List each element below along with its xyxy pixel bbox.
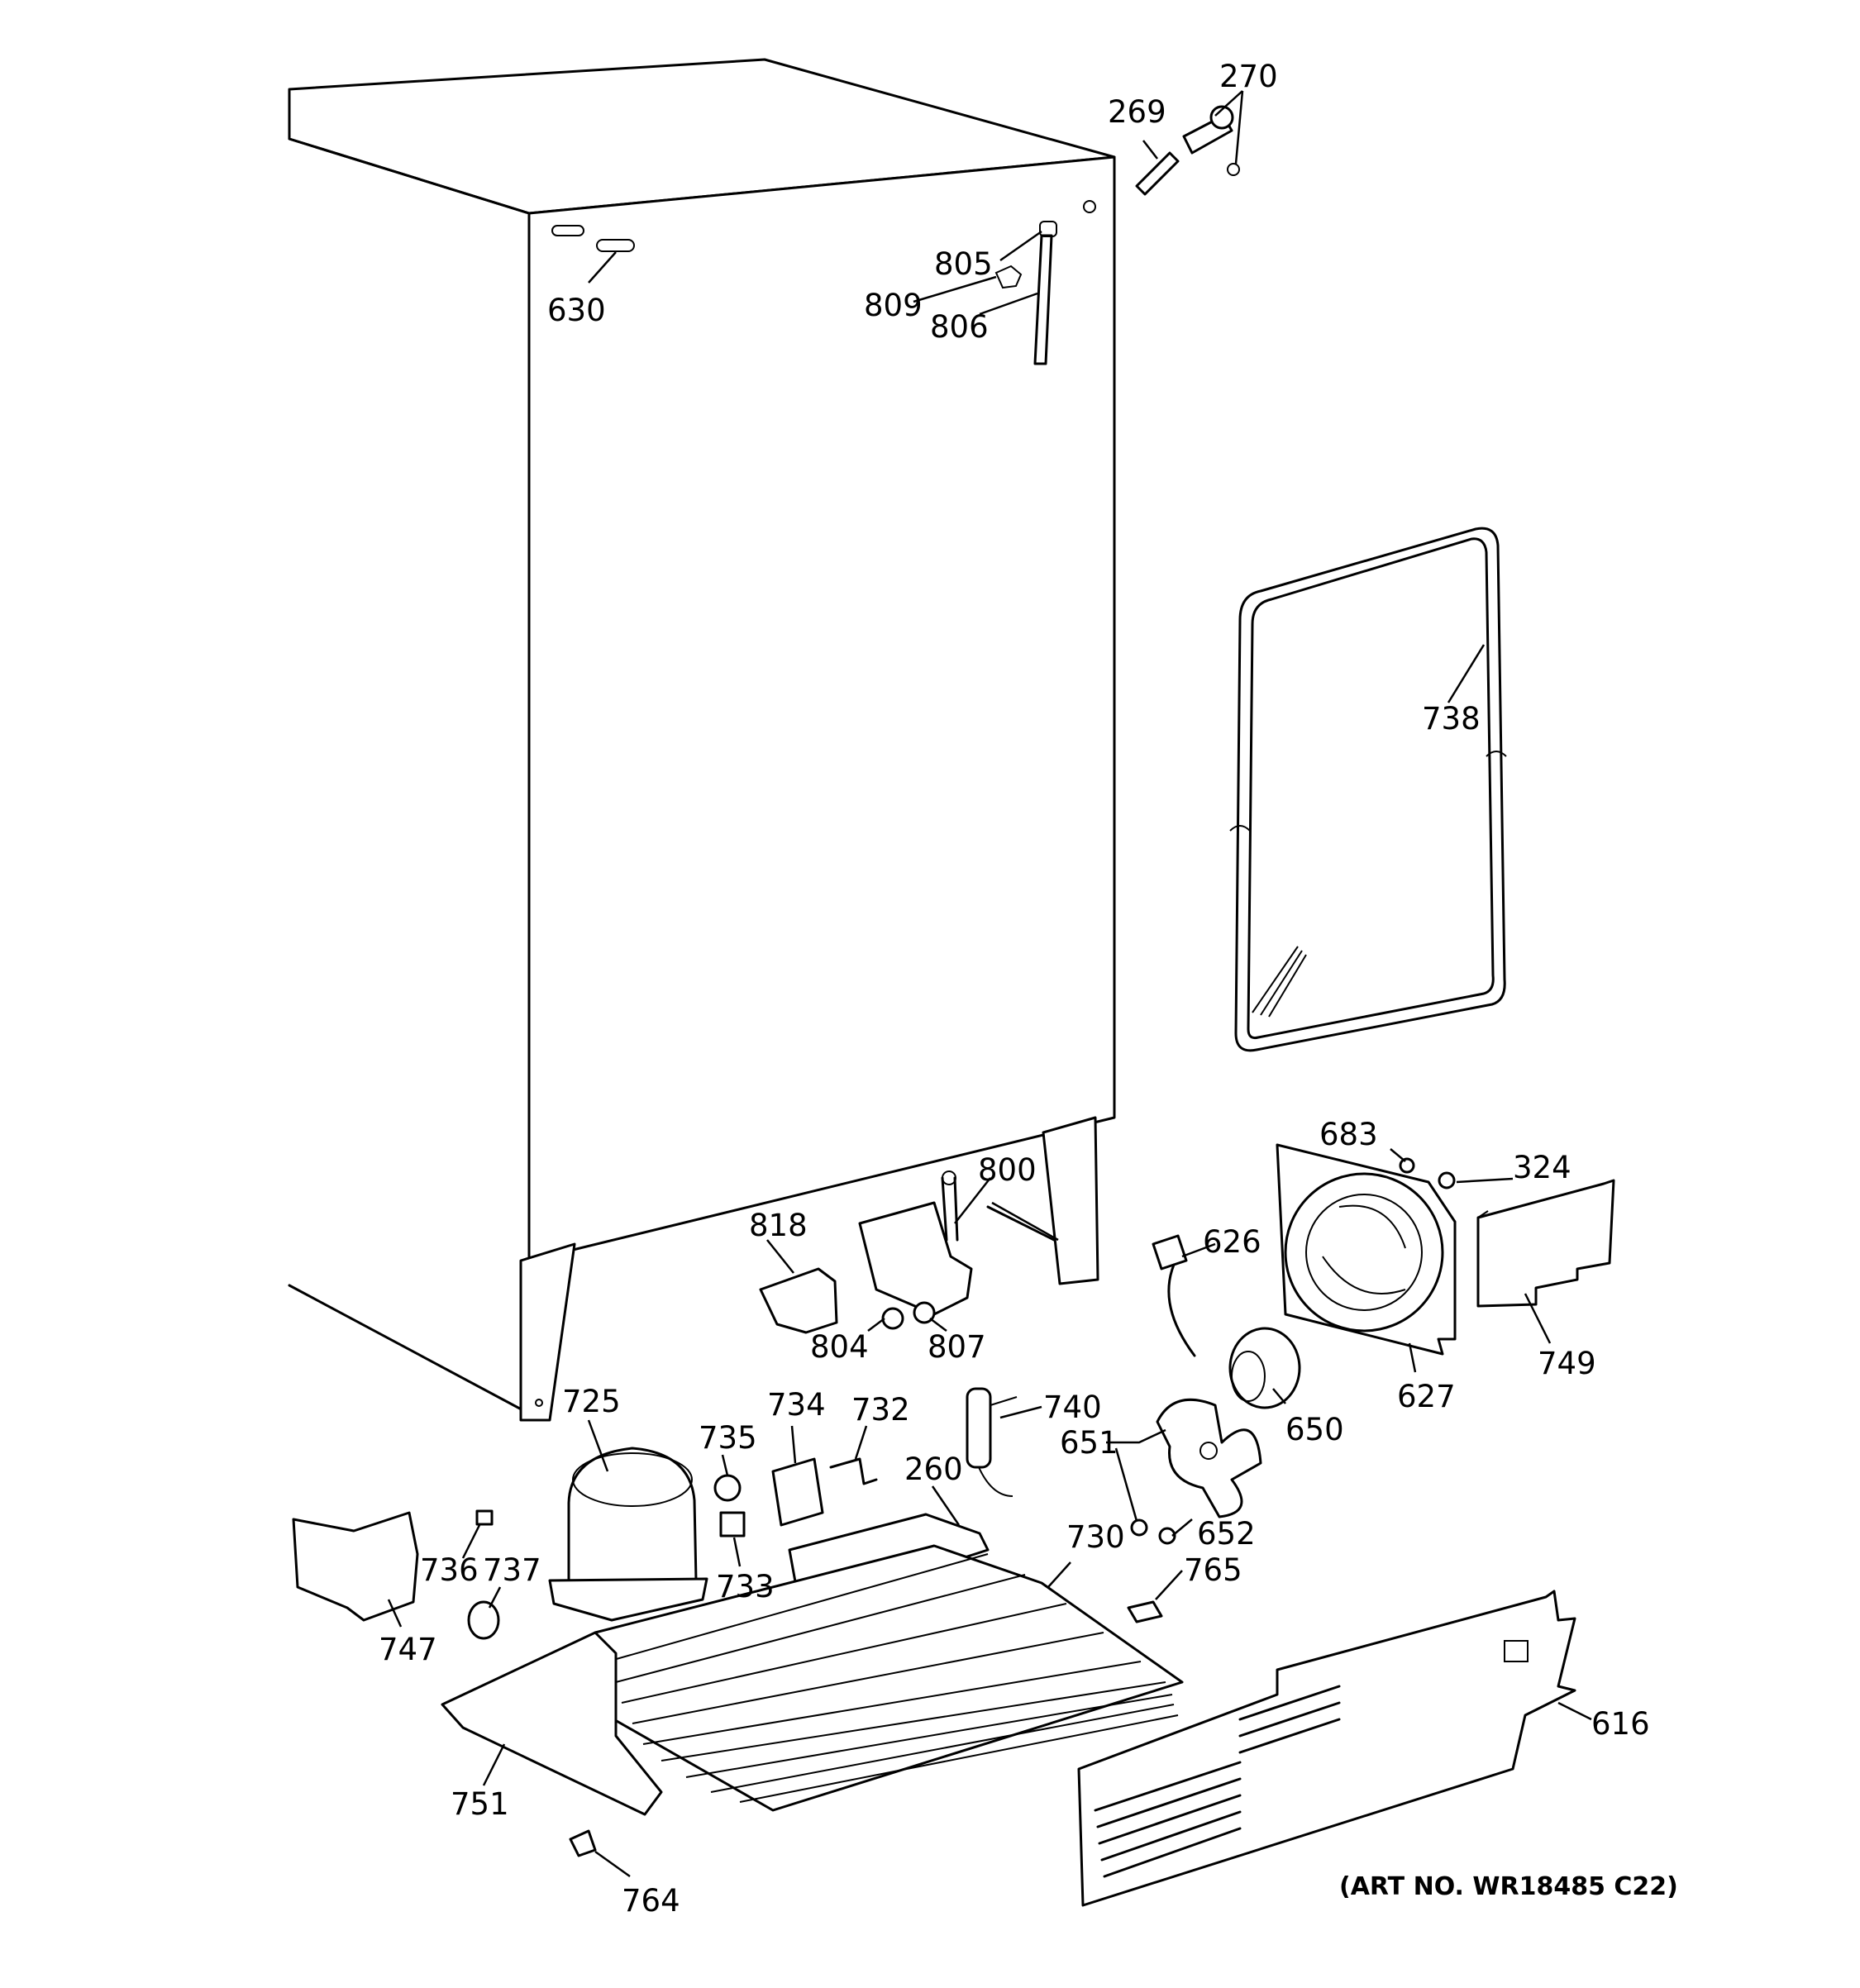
water-valve-800 (858, 1170, 973, 1316)
label-732: 732 (851, 1392, 910, 1428)
label-270: 270 (1219, 59, 1278, 94)
label-765: 765 (1184, 1552, 1242, 1588)
label-650: 650 (1285, 1412, 1344, 1447)
cord-626 (1152, 1234, 1196, 1357)
label-738: 738 (1422, 701, 1481, 737)
label-630: 630 (547, 293, 606, 328)
label-734: 734 (767, 1387, 826, 1423)
label-737: 737 (483, 1552, 541, 1588)
grommet-735 (713, 1474, 742, 1502)
relay-733 (719, 1511, 746, 1537)
cover-749 (1476, 1179, 1615, 1308)
label-805: 805 (934, 246, 993, 282)
fitting-804 (881, 1307, 904, 1330)
screw-324 (1438, 1171, 1456, 1189)
label-616: 616 (1591, 1706, 1650, 1742)
label-733: 733 (716, 1569, 775, 1604)
clip-765 (1127, 1600, 1163, 1623)
label-806: 806 (930, 309, 989, 345)
compressor-725 (548, 1447, 708, 1622)
label-730: 730 (1066, 1519, 1125, 1555)
fan-shroud-627 (1276, 1143, 1457, 1356)
label-725: 725 (562, 1384, 621, 1419)
screw-683 (1399, 1157, 1415, 1174)
fittings-269-270 (1135, 105, 1240, 196)
cabinet (288, 58, 1116, 1422)
label-627: 627 (1397, 1379, 1456, 1414)
label-260: 260 (904, 1452, 963, 1487)
clip-764 (569, 1829, 597, 1857)
gasket-738 (1229, 527, 1507, 1052)
capacitor-740 (966, 1387, 1018, 1497)
clip-736 (475, 1509, 494, 1526)
label-807: 807 (928, 1329, 986, 1365)
label-626: 626 (1203, 1224, 1261, 1260)
label-735: 735 (699, 1420, 757, 1456)
label-764: 764 (622, 1883, 680, 1919)
base-pan-751 (441, 1631, 663, 1816)
part-labels: 269 270 805 809 806 630 738 683 324 800 … (379, 59, 1678, 1919)
overload-734 (771, 1457, 824, 1527)
label-749: 749 (1538, 1346, 1596, 1381)
label-800: 800 (978, 1152, 1037, 1188)
label-324: 324 (1513, 1150, 1571, 1185)
washer-652 (1158, 1527, 1176, 1545)
motor-650 (1228, 1327, 1301, 1409)
nut-652a (1130, 1518, 1148, 1537)
grommet-737 (467, 1600, 500, 1640)
label-683: 683 (1319, 1117, 1378, 1152)
label-747: 747 (379, 1632, 437, 1667)
label-751: 751 (451, 1786, 509, 1822)
label-652: 652 (1197, 1516, 1256, 1552)
art-number: (ART NO. WR18485 C22) (1339, 1872, 1678, 1901)
fitting-807 (913, 1301, 936, 1324)
label-809: 809 (864, 288, 923, 323)
leader-lines (387, 90, 1592, 1878)
condenser-730 (594, 1544, 1184, 1812)
cover-747 (292, 1511, 419, 1622)
label-804: 804 (810, 1329, 869, 1365)
label-651: 651 (1060, 1425, 1118, 1461)
grille-616 (1077, 1590, 1576, 1907)
clip-732 (829, 1457, 878, 1485)
label-740: 740 (1043, 1390, 1102, 1425)
label-269: 269 (1108, 94, 1166, 130)
label-818: 818 (749, 1208, 808, 1243)
label-736: 736 (420, 1552, 479, 1588)
bracket-818 (759, 1267, 838, 1334)
fan-blade-651 (1156, 1398, 1262, 1518)
